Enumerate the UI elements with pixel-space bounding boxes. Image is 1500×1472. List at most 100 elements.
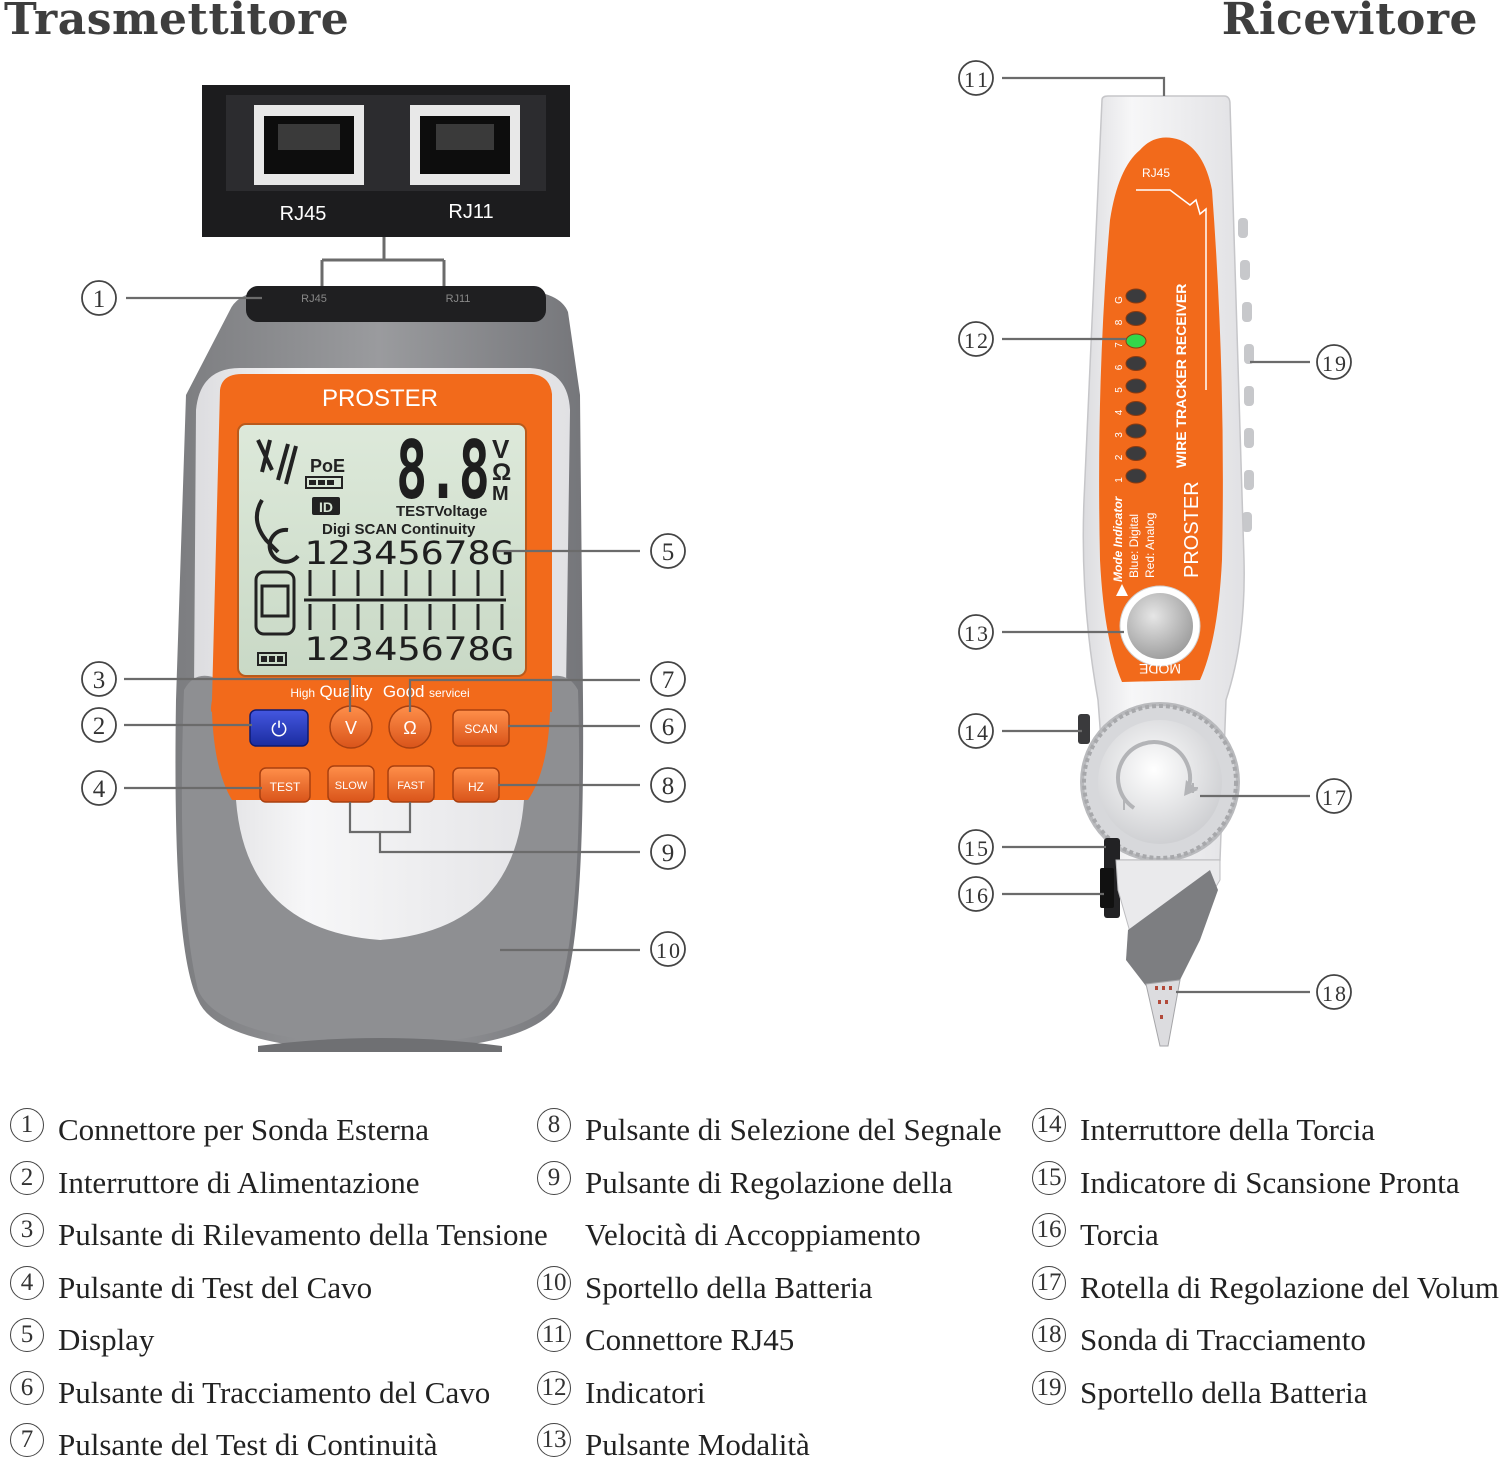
legend-text: Connettore per Sonda Esterna	[58, 1112, 430, 1147]
mode-button[interactable]	[1119, 585, 1201, 667]
legend-text: Display	[58, 1322, 155, 1357]
tagline: High Quality Good servicei	[290, 682, 469, 701]
mode-indicator-line2: Blue: Digital	[1127, 514, 1141, 578]
slow-button[interactable]: SLOW	[327, 765, 375, 803]
legend-text: Interruttore della Torcia	[1080, 1112, 1376, 1147]
legend-item-14: 14 Interruttore della Torcia	[1032, 1104, 1500, 1157]
legend-text: Sportello della Batteria	[1080, 1374, 1368, 1410]
legend-text: Torcia	[1080, 1217, 1159, 1252]
lcd-poe: PoE	[310, 456, 345, 476]
legend-text: Pulsante di Rilevamento della Tensione	[58, 1217, 548, 1252]
callout-circle	[958, 713, 994, 749]
legend-number: 8	[537, 1108, 571, 1142]
legend-number: 7	[10, 1423, 44, 1457]
indicator-label: 1	[1114, 477, 1125, 483]
legend-item-1: 1 Connettore per Sonda Esterna	[10, 1104, 548, 1157]
callout-circle	[1316, 974, 1352, 1010]
callout-number: 4	[93, 776, 106, 803]
continuity-button-label: Ω	[403, 718, 416, 738]
hz-button[interactable]: HZ	[452, 767, 500, 803]
legend-number: 19	[1032, 1370, 1066, 1405]
indicator-label: 6	[1114, 364, 1125, 370]
legend-number: 13	[537, 1423, 571, 1457]
callout-circle	[958, 60, 994, 96]
indicator-label: 3	[1114, 432, 1125, 438]
volume-knob[interactable]	[1080, 702, 1240, 862]
indicator-label: 2	[1114, 454, 1125, 460]
lcd-id: ID	[319, 499, 333, 515]
legend-number: 18	[1032, 1318, 1066, 1352]
callout-number: 8	[662, 773, 675, 800]
callout-circle	[958, 829, 994, 865]
fast-button-label: FAST	[397, 780, 425, 792]
port-inset: RJ45 RJ11	[202, 85, 570, 237]
lcd-pins-bottom: 12345678G	[304, 630, 514, 668]
receiver-device: RJ45 WIRE TRACKER RECEIVER PROSTER 1 2 3 4 5…	[1078, 95, 1254, 1047]
legend-number: 14	[1032, 1108, 1066, 1142]
indicator-led	[1125, 311, 1147, 326]
receiver-rj45: RJ45	[1142, 166, 1170, 180]
scan-button[interactable]: SCAN	[452, 709, 510, 747]
flashlight-switch[interactable]	[1078, 714, 1090, 744]
callout-circle	[650, 661, 686, 697]
scan-button-label: SCAN	[464, 722, 497, 736]
fast-button[interactable]: FAST	[387, 765, 435, 803]
callout-circle	[81, 707, 117, 743]
mode-indicator-line1: Mode Indicator	[1111, 495, 1125, 582]
lcd-scan-line: Digi SCAN Continuity	[322, 521, 476, 538]
callout-number: 9	[662, 840, 675, 867]
indicator-label: G	[1114, 296, 1125, 304]
indicator-led	[1125, 378, 1147, 394]
callout-circle	[1316, 344, 1352, 380]
callout-circle	[81, 661, 117, 697]
indicator-led	[1125, 288, 1147, 304]
indicator-label: 5	[1114, 387, 1125, 393]
test-button[interactable]: TEST	[259, 767, 311, 803]
power-icon: ⏻	[271, 719, 287, 741]
indicator-led	[1125, 468, 1147, 484]
mode-label: MODE	[1139, 661, 1181, 677]
port-small-rj11: RJ11	[446, 293, 471, 305]
test-button-label: TEST	[270, 780, 301, 794]
callout-circle	[650, 533, 686, 569]
callout-circle	[1316, 778, 1352, 814]
callout-number: 5	[662, 539, 675, 566]
continuity-button[interactable]: Ω	[388, 705, 432, 749]
callout-number: 1	[93, 286, 106, 313]
legend-text: Pulsante di Regolazione della	[585, 1164, 953, 1200]
transmitter-device: RJ45 RJ11 PROSTER PoE ID 8.8 V Ω M TESTV…	[175, 286, 584, 1052]
legend-text: Interruttore di Alimentazione	[58, 1164, 420, 1200]
legend-item-7: 7 Pulsante del Test di Continuità	[10, 1419, 548, 1472]
legend-text: Pulsante del Test di Continuità	[58, 1427, 438, 1462]
legend-number: 1	[10, 1108, 44, 1142]
indicator-leds	[1125, 288, 1147, 484]
indicator-label: 8	[1114, 319, 1125, 325]
transmitter-brand: PROSTER	[322, 385, 438, 412]
callout-number: 3	[93, 667, 106, 694]
indicator-label: 4	[1114, 409, 1125, 415]
callout-number: 2	[93, 713, 106, 740]
hz-button-label: HZ	[468, 780, 484, 794]
port-label-rj11: RJ11	[448, 201, 493, 223]
indicator-labels: 1 2 3 4 5 6 7 8 G	[1114, 296, 1125, 483]
callout-circle	[650, 708, 686, 744]
receiver-brand: PROSTER	[1181, 481, 1203, 578]
indicator-label: 7	[1114, 342, 1125, 348]
indicator-led	[1125, 423, 1147, 439]
legend-item-9-continued: Velocità di Accoppiamento	[537, 1209, 1002, 1262]
port-label-rj45: RJ45	[280, 203, 327, 225]
lcd-unit-v: V	[492, 434, 510, 464]
legend-item-19: 19 Sportello della Batteria	[1032, 1367, 1500, 1420]
voltage-button[interactable]: V	[329, 705, 373, 749]
power-button[interactable]: ⏻	[249, 709, 309, 747]
callout-circle	[958, 614, 994, 650]
legend-number: 12	[537, 1370, 571, 1405]
receiver-title: WIRE TRACKER RECEIVER	[1173, 284, 1189, 468]
